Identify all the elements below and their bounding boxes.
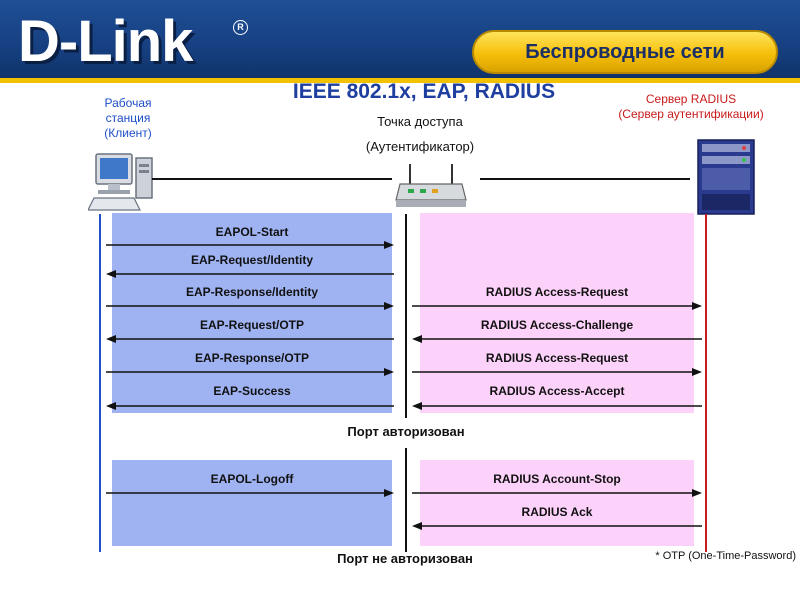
arrow-left [106, 269, 394, 279]
header-stripe [0, 78, 800, 83]
authenticator-label: (Аутентификатор) [365, 139, 475, 154]
client-label: Рабочая станция (Клиент) [86, 96, 170, 141]
server-rack-icon [697, 139, 755, 215]
diagram-title: IEEE 802.1x, EAP, RADIUS [292, 80, 556, 103]
arrow-right [106, 488, 394, 498]
server-label-line: (Сервер аутентификации) [618, 107, 764, 121]
ap-timeline-lower [405, 448, 407, 552]
arrow-left [412, 401, 702, 411]
message-label: EAP-Response/OTP [194, 351, 310, 365]
arrow-right [106, 301, 394, 311]
server-label-line: Сервер RADIUS [645, 92, 737, 106]
client-timeline [99, 214, 101, 552]
message-label: EAP-Request/OTP [199, 318, 304, 332]
message-label: EAP-Success [213, 384, 291, 398]
server-label: Сервер RADIUS (Сервер аутентификации) [596, 92, 786, 122]
access-point-label: Точка доступа [377, 114, 463, 129]
message-label: EAP-Response/Identity [185, 285, 319, 299]
message-label: RADIUS Account-Stop [493, 472, 621, 486]
section-title-pill: Беспроводные сети [472, 30, 778, 74]
arrow-right [412, 488, 702, 498]
arrow-right [106, 367, 394, 377]
workstation-icon [88, 153, 153, 211]
message-label: EAP-Request/Identity [190, 253, 313, 267]
message-label: RADIUS Access-Request [485, 285, 629, 299]
arrow-right [412, 301, 702, 311]
arrow-left [106, 334, 394, 344]
client-panel-logoff [112, 460, 392, 546]
arrow-right [412, 367, 702, 377]
client-label-line: Рабочая [104, 96, 152, 110]
otp-footnote: * OTP (One-Time-Password) [655, 550, 796, 562]
server-panel-auth [420, 213, 694, 413]
dlink-logo: D-Link [18, 9, 193, 74]
arrow-left [412, 334, 702, 344]
server-timeline [705, 214, 707, 552]
message-label: RADIUS Access-Accept [489, 384, 625, 398]
arrow-left [412, 521, 702, 531]
client-label-line: (Клиент) [104, 126, 152, 140]
message-label: RADIUS Access-Challenge [480, 318, 634, 332]
message-label: EAPOL-Start [215, 225, 289, 239]
message-label: RADIUS Access-Request [485, 351, 629, 365]
registered-mark: R [233, 20, 248, 35]
port-authorized-status: Порт авторизован [347, 424, 465, 439]
client-panel-auth [112, 213, 392, 413]
arrow-right [106, 240, 394, 250]
server-panel-logoff [420, 460, 694, 546]
access-point-icon [395, 164, 467, 207]
arrow-left [106, 401, 394, 411]
message-label: EAPOL-Logoff [210, 472, 294, 486]
link-line-client-ap [152, 178, 392, 180]
message-label: RADIUS Ack [521, 505, 593, 519]
client-label-line: станция [105, 111, 151, 125]
link-line-ap-server [480, 178, 690, 180]
port-unauthorized-status: Порт не авторизован [337, 551, 473, 566]
ap-timeline-upper [405, 214, 407, 418]
